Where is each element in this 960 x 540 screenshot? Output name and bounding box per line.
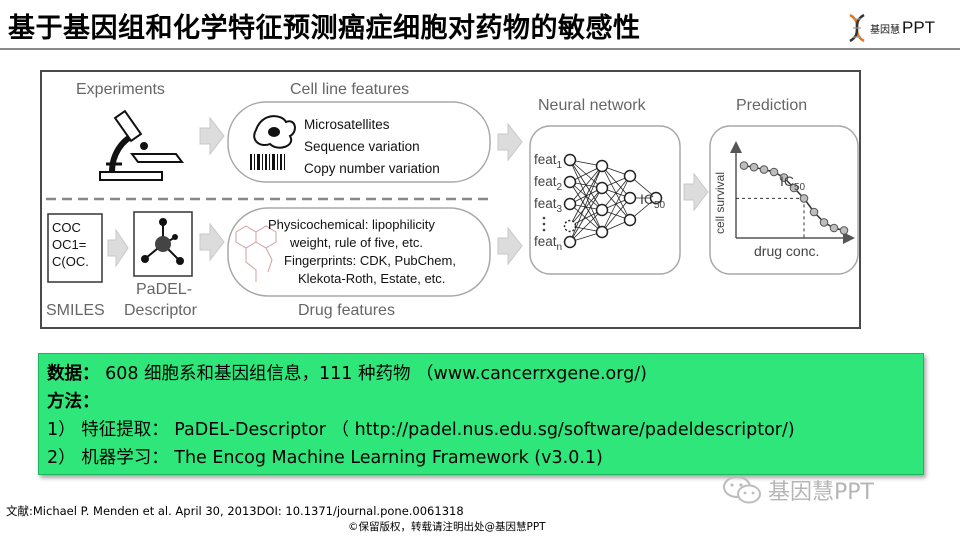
- dna-helix-icon: [849, 13, 865, 43]
- drug-feature-line: Physicochemical: lipophilicity: [268, 217, 435, 232]
- experiments-label: Experiments: [76, 81, 165, 98]
- microscope-icon: [99, 109, 184, 181]
- copyright-text: ©保留版权，转载请注明出处@基因慧PPT: [348, 521, 546, 533]
- ic50-curve-label: IC50: [780, 173, 806, 193]
- neural-network-label: Neural network: [538, 97, 647, 114]
- smiles-code-line: C(OC.: [52, 254, 89, 269]
- ic50-output-label: IC50: [640, 191, 666, 211]
- curve-point: [799, 194, 809, 203]
- survival-curve: [736, 161, 849, 238]
- wechat-icon: [723, 476, 761, 504]
- ellipsis-dot: [542, 216, 546, 220]
- logo-text-cn: 基因慧: [870, 24, 900, 36]
- drug-feature-line: Klekota-Roth, Estate, etc.: [298, 271, 445, 286]
- nn-node: [623, 213, 637, 227]
- feat-label: feat3: [534, 196, 563, 215]
- drug-feature-line: weight, rule of five, etc.: [289, 235, 423, 250]
- padel-label-1: PaDEL-: [136, 281, 192, 298]
- method-item-1: 1） 特征提取： PaDEL-Descriptor （ http://padel…: [47, 420, 795, 440]
- curve-point: [739, 161, 749, 170]
- cell-feature-item: Microsatellites: [304, 117, 390, 132]
- drug-features-label: Drug features: [298, 302, 395, 319]
- method-item-2: 2） 机器学习： The Encog Machine Learning Fram…: [47, 448, 603, 468]
- smiles-doc: [47, 213, 103, 283]
- data-text: 608 细胞系和基因组信息，111 种药物 （www.cancerrxgene.…: [99, 364, 647, 384]
- arrow-1: [199, 116, 225, 156]
- workflow-figure: Experiments Cell line features: [40, 70, 861, 329]
- logo: 基因慧 PPT: [846, 12, 938, 44]
- curve-point: [759, 165, 769, 174]
- chemical-structure-icon: [235, 225, 277, 282]
- cell-features-label: Cell line features: [290, 81, 409, 98]
- smiles-label: SMILES: [46, 302, 105, 319]
- feat-label: feat1: [534, 152, 563, 171]
- drug-features-panel: [227, 207, 491, 297]
- ellipsis-dot: [542, 228, 546, 232]
- nn-node: [563, 153, 577, 167]
- data-line: 数据： 608 细胞系和基因组信息，111 种药物 （www.cancerrxg…: [47, 360, 915, 388]
- arrow-5: [497, 226, 523, 266]
- nn-node: [563, 235, 577, 249]
- nn-node: [563, 219, 577, 233]
- cell-icon: [253, 115, 296, 149]
- nn-edge: [601, 197, 631, 233]
- nn-edge: [601, 175, 631, 211]
- arrow-6: [683, 172, 709, 212]
- workflow-diagram: Experiments Cell line features: [46, 81, 859, 319]
- reference-text: 文献:Michael P. Menden et al. April 30, 20…: [6, 504, 464, 518]
- smiles-code-line: COC: [52, 220, 81, 235]
- data-heading: 数据：: [47, 364, 100, 384]
- curve-point: [819, 218, 829, 227]
- nn-edge: [569, 165, 603, 243]
- y-axis-label: cell survival: [713, 172, 727, 234]
- cell-feature-item: Copy number variation: [304, 161, 440, 176]
- arrow-4: [497, 122, 523, 162]
- nn-node: [595, 203, 609, 217]
- nn-nodes: [563, 153, 663, 249]
- curve-point: [789, 183, 799, 193]
- prediction-label: Prediction: [736, 97, 807, 114]
- nn-edge: [601, 175, 631, 233]
- x-axis-label: drug conc.: [754, 243, 819, 259]
- barcode-icon: [250, 154, 285, 170]
- summary-box: 数据： 608 细胞系和基因组信息，111 种药物 （www.cancerrxg…: [38, 353, 924, 475]
- nn-edge: [569, 209, 603, 243]
- nn-edge: [569, 187, 603, 243]
- nn-node: [595, 159, 609, 173]
- curve-point: [839, 226, 849, 235]
- nn-edge: [569, 187, 603, 227]
- nn-node: [563, 197, 577, 211]
- nn-node: [563, 175, 577, 189]
- smiles-code-line: OC1=: [52, 237, 86, 252]
- feat-label: feat2: [534, 174, 563, 193]
- method-heading: 方法：: [47, 392, 100, 412]
- curve-point: [779, 173, 789, 182]
- curve-point: [829, 223, 839, 233]
- curve-point: [769, 167, 779, 177]
- cell-feature-item: Sequence variation: [304, 139, 420, 154]
- nn-node: [595, 225, 609, 239]
- feat-label: featn: [534, 234, 562, 253]
- molecule-icon: [141, 218, 184, 265]
- slide-title: 基于基因组和化学特征预测癌症细胞对药物的敏感性: [8, 13, 641, 44]
- wechat-text: 基因慧PPT: [768, 480, 874, 505]
- drug-feature-line: Fingerprints: CDK, PubChem,: [284, 253, 456, 268]
- nn-node: [649, 191, 663, 205]
- logo-text-en: PPT: [902, 18, 936, 37]
- ellipsis-dot: [542, 222, 546, 226]
- nn-node: [623, 169, 637, 183]
- nn-node: [595, 181, 609, 195]
- padel-label-2: Descriptor: [124, 302, 198, 319]
- curve-point: [809, 207, 819, 217]
- arrow-2: [107, 228, 129, 268]
- curve-point: [749, 162, 759, 172]
- title-divider: [0, 48, 960, 50]
- nn-edge: [569, 165, 603, 205]
- wechat-watermark: 基因慧PPT: [722, 474, 874, 506]
- nn-node: [623, 191, 637, 205]
- arrow-3: [199, 222, 225, 262]
- nn-edge: [569, 165, 603, 227]
